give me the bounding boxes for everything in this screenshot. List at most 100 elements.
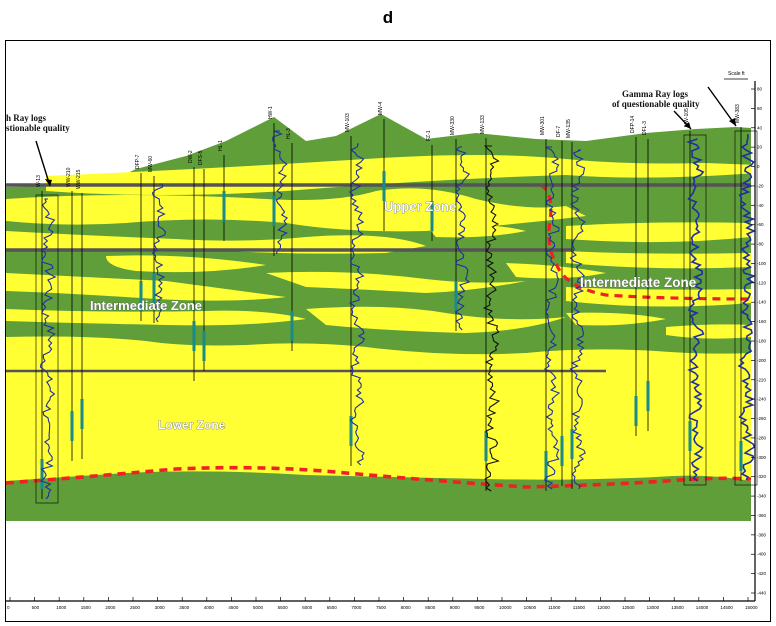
- gamma-ray-log: [543, 146, 561, 490]
- yellow-sand-layers: [6, 155, 751, 481]
- distance-tick-label: 11500: [573, 605, 586, 610]
- depth-tick-label: 40: [757, 125, 763, 130]
- distance-tick-label: 2000: [105, 605, 116, 610]
- well-screen: [430, 201, 434, 231]
- distance-tick-label: 500: [32, 605, 40, 610]
- well-screen: [454, 281, 458, 311]
- depth-tick-label: -400: [757, 552, 767, 557]
- callout-left-line1: h Ray logs: [6, 113, 47, 123]
- depth-tick-label: -360: [757, 513, 767, 518]
- callout-right-arrowhead-1: [684, 122, 691, 129]
- well: MW-301: [540, 116, 561, 491]
- distance-tick-label: 13500: [671, 605, 684, 610]
- depth-tick-label: 60: [757, 106, 763, 111]
- log-track-box: [734, 130, 758, 486]
- distance-tick-label: 7000: [351, 605, 362, 610]
- callout-left-line2: stionable quality: [6, 123, 70, 133]
- well-name: MW-60: [148, 156, 154, 172]
- gamma-ray-log: [685, 138, 705, 482]
- well-screen: [560, 436, 564, 466]
- depth-tick-label: -200: [757, 358, 767, 363]
- distance-tick-label: 12500: [622, 605, 635, 610]
- well: FZ-1: [426, 130, 434, 241]
- distance-tick-label: 6000: [302, 605, 313, 610]
- depth-tick-label: -380: [757, 532, 767, 537]
- callout-right-line1: Gamma Ray logs: [622, 89, 688, 99]
- well-name: FZ-1: [426, 130, 432, 141]
- well-screen: [484, 431, 488, 461]
- scale-label: Scale ft: [728, 71, 745, 77]
- log-track-box: [35, 194, 59, 504]
- well-name: MW-133: [480, 115, 486, 134]
- well-screen: [152, 273, 156, 303]
- intermediate-zone-label-left: Intermediate Zone: [90, 298, 202, 313]
- well-name: WW-215: [76, 169, 82, 189]
- depth-tick-label: -220: [757, 377, 767, 382]
- well-screen: [688, 421, 692, 451]
- well-name: HW-1: [268, 106, 274, 119]
- well-name: HL-1: [218, 140, 224, 151]
- well-screen: [544, 451, 548, 481]
- distance-tick-label: 10500: [524, 605, 537, 610]
- well-screen: [382, 171, 386, 201]
- well-name: W-13: [36, 175, 42, 187]
- well-screen: [192, 321, 196, 351]
- depth-tick-label: -140: [757, 300, 767, 305]
- distance-tick-label: 7500: [376, 605, 387, 610]
- distance-tick-label: 9000: [450, 605, 461, 610]
- well-screen: [349, 416, 353, 446]
- depth-tick-label: -20: [757, 183, 764, 188]
- distance-tick-label: 4500: [228, 605, 239, 610]
- distance-tick-label: 3000: [155, 605, 166, 610]
- well: MW-133: [480, 115, 501, 492]
- well-screen: [272, 196, 276, 226]
- distance-tick-label: 8500: [425, 605, 436, 610]
- distance-tick-label: 14500: [720, 605, 733, 610]
- distance-tick-label: 11000: [548, 605, 561, 610]
- well-name: HL-3: [286, 128, 292, 139]
- upper-zone-label: Upper Zone: [384, 199, 456, 214]
- depth-tick-label: -40: [757, 203, 764, 208]
- depth-tick-label: -240: [757, 397, 767, 402]
- well-screen: [646, 381, 650, 411]
- callout-right-arrow-2: [707, 86, 737, 127]
- well-name: DFL-3: [642, 121, 648, 135]
- depth-tick-label: -280: [757, 435, 767, 440]
- well: MW-383: [734, 104, 758, 486]
- distance-tick-label: 5500: [278, 605, 289, 610]
- upper-intermediate-boundary: [539, 183, 751, 301]
- well-name: DW-2: [188, 150, 194, 163]
- depth-tick-label: -180: [757, 339, 767, 344]
- well-screen: [40, 459, 44, 489]
- depth-tick-label: -300: [757, 455, 767, 460]
- gamma-ray-log: [737, 134, 757, 481]
- depth-tick-label: -120: [757, 280, 767, 285]
- well-screen: [634, 396, 638, 426]
- distance-tick-label: 0: [7, 605, 10, 610]
- lower-zone-label: Lower Zone: [158, 418, 226, 432]
- well: HW-1: [268, 106, 289, 256]
- depth-tick-label: 0: [757, 164, 760, 169]
- well-screen: [70, 411, 74, 441]
- callout-right-arrowhead-2: [729, 118, 736, 126]
- gamma-ray-log: [569, 149, 588, 490]
- well-name: MW-330: [450, 116, 456, 135]
- depth-tick-label: -420: [757, 571, 767, 576]
- well-name: MW-301: [540, 116, 546, 135]
- depth-tick-label: 80: [757, 87, 763, 92]
- depth-ticks: 806040200-20-40-60-80-100-120-140-160-18…: [751, 87, 767, 596]
- distance-tick-label: 14000: [696, 605, 709, 610]
- well-screen: [80, 399, 84, 429]
- distance-tick-label: 1500: [81, 605, 92, 610]
- gamma-ray-log: [39, 198, 57, 500]
- distance-tick-label: 9500: [474, 605, 485, 610]
- well-screen: [570, 429, 574, 459]
- distance-tick-label: 4000: [204, 605, 215, 610]
- callout-right-line2: of questionable quality: [612, 99, 700, 109]
- well: DFP-14: [630, 116, 638, 436]
- distance-tick-label: 10000: [499, 605, 512, 610]
- well-screen: [739, 441, 743, 471]
